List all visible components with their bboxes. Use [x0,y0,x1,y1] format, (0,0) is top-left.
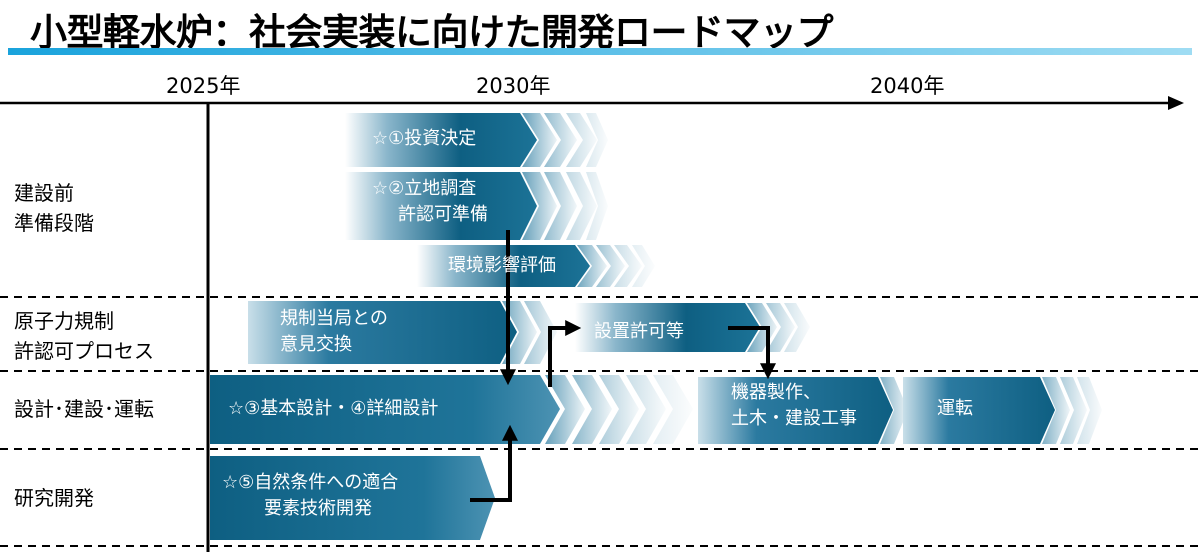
bar-label-regulator: 規制当局との 意見交換 [280,308,388,355]
bar-label-design: ☆③基本設計・④詳細設計 [228,398,439,419]
bar-rnd [210,456,495,540]
row-label-rnd: 研究開発 [14,486,94,510]
bar-label-siting: ☆②立地調査 許認可準備 [372,178,488,225]
bar-design [210,375,693,444]
title-underline [8,48,1192,55]
year-label-2040: 2040年 [870,74,945,98]
bar-eia [417,245,655,287]
bar-label-operation: 運転 [937,398,973,419]
arrow-design-to-permit [548,320,582,387]
arrow-rnd-to-design [470,424,518,502]
row-label-preconstruction: 建設前 準備段階 [14,181,94,235]
bar-label-rnd: ☆⑤自然条件への適合 要素技術開発 [222,472,399,519]
year-label-2025: 2025年 [166,74,241,98]
page-title: 小型軽水炉：社会実装に向けた開発ロードマップ [30,11,834,54]
bar-regulator [248,301,557,364]
timeline-arrowhead [1168,96,1184,110]
year-label-2030: 2030年 [476,74,551,98]
bar-label-investment: ☆①投資決定 [372,128,477,149]
bar-manufacture [698,377,908,444]
bar-siting [345,172,608,240]
arrow-permit-to-manufacture [728,326,776,380]
bar-label-eia: 環境影響評価 [448,255,556,276]
row-label-regulation: 原子力規制 許認可プロセス [14,309,154,363]
bar-label-manufacture: 機器製作、 土木・建設工事 [731,382,857,429]
row-label-design-construction-operation: 設計･建設･運転 [14,397,154,421]
bar-investment [345,113,608,167]
bar-operation [903,377,1102,444]
bar-label-permit: 設置許可等 [594,321,684,342]
